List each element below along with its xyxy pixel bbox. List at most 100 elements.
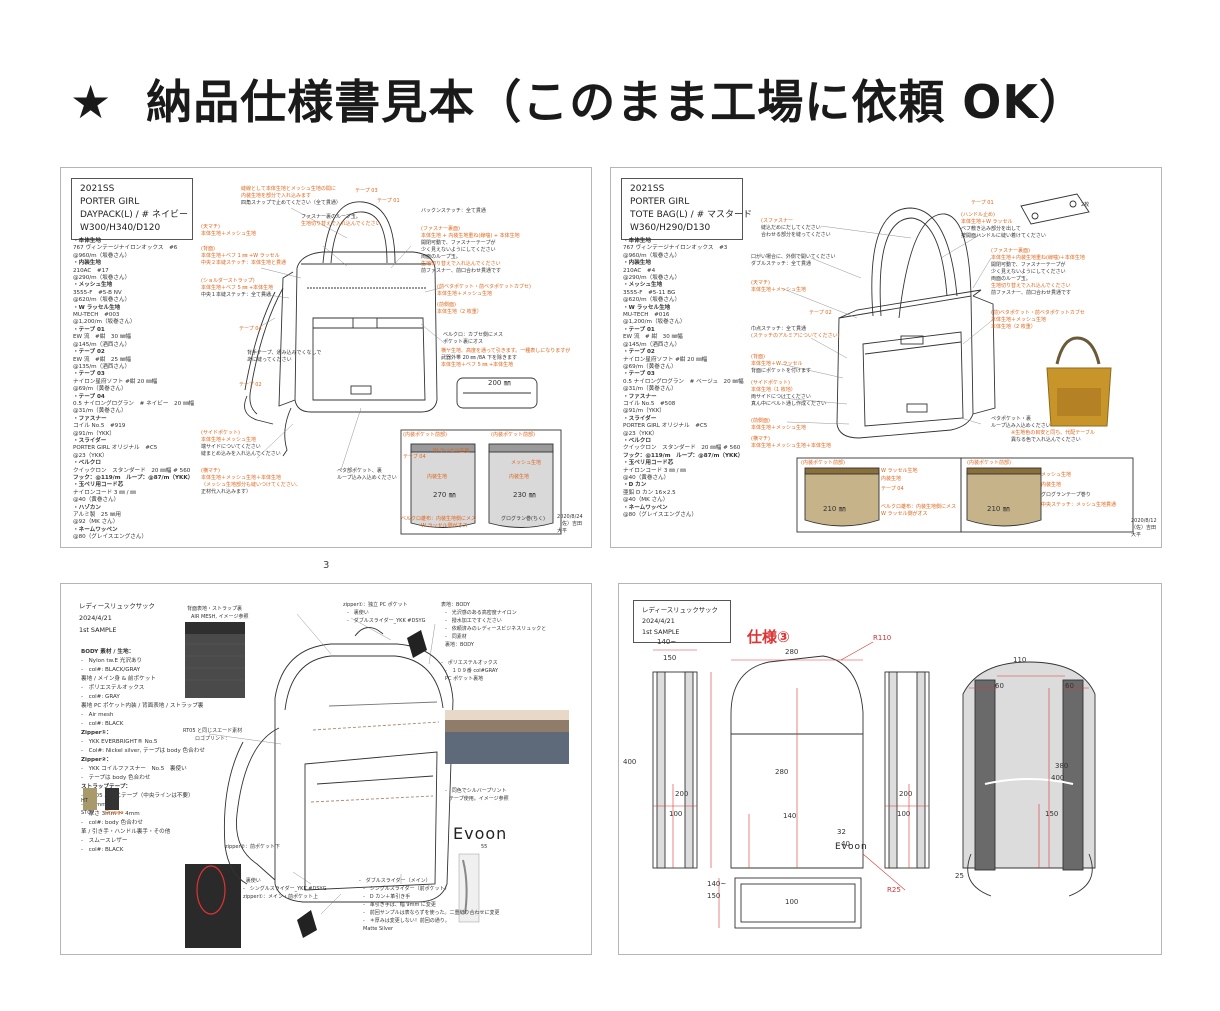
annotation-note: テープ 01 bbox=[971, 200, 994, 206]
spec-line: - Col#: Nickel silver, テープは body 色合わせ bbox=[81, 748, 205, 754]
annotation-note: AIR MESH, イメージ参照 bbox=[191, 614, 249, 620]
header-line: レディースリュックサック bbox=[79, 602, 155, 610]
spec-line: @31/m（黄巻さん） bbox=[73, 408, 127, 415]
spec-line: ・スライダー bbox=[73, 437, 107, 444]
annotation-note: 本体生地（2 枚重） bbox=[437, 309, 482, 315]
spec-line: 亜鉛 D カン 16×2.5 bbox=[623, 489, 676, 496]
annotation-note: ベフ敷き込み部分を出して bbox=[961, 226, 1021, 232]
dim-label: 210 ㎜ bbox=[987, 505, 1010, 513]
header-line: 2021SS bbox=[630, 184, 665, 194]
spec-line: MU-TECH #016 bbox=[623, 312, 670, 319]
annotation-note: (内装ポケット前部) bbox=[801, 460, 845, 466]
header-line: 1st SAMPLE bbox=[642, 628, 680, 636]
spec-line: 210AC #17 bbox=[73, 267, 109, 274]
spec-line: ・ネームワッペン bbox=[73, 526, 118, 533]
spec-line: ・内装生地 bbox=[73, 260, 101, 267]
spec-line: ナイロン星府ソフト #紺 20 ㎜幅 bbox=[623, 356, 708, 363]
annotation-note: 表地：BODY bbox=[441, 602, 470, 608]
annotation-note: テープ 02 bbox=[809, 310, 832, 316]
annotation-note: 正材代入れ込みます） bbox=[201, 489, 252, 495]
annotation-note: テープ 02 bbox=[239, 382, 262, 388]
spec-line: @92（MK さん） bbox=[73, 519, 119, 526]
star-icon: ★ bbox=[70, 75, 113, 129]
annotation-note: テープ使用。イメージ参照 bbox=[449, 796, 509, 802]
annotation-note: （佐）吉田 bbox=[557, 521, 583, 527]
dimension-label: 32 bbox=[837, 828, 846, 836]
spec-line: - col#: GRAY bbox=[81, 694, 120, 700]
spec-line: フック：@119/m ループ：@87/m（YKK） bbox=[73, 475, 194, 481]
brand-logo: Evoon bbox=[835, 842, 868, 852]
spec-line: ストラップテープ： bbox=[81, 784, 132, 790]
spec-line: - YKK EVERBRIGHT® No.5 bbox=[81, 739, 158, 745]
spec-line: Zipper②： bbox=[81, 757, 112, 763]
dimension-label: 100 bbox=[897, 810, 911, 818]
annotation-note: - 同素材 bbox=[445, 634, 467, 640]
annotation-note: 本体生地 + 内装生地重ね(線噛) + 本体生地 bbox=[421, 233, 520, 239]
spec-line: ・D カン bbox=[623, 482, 647, 489]
dim-label: 200 ㎜ bbox=[488, 379, 511, 387]
annotation-note: 縫線として本体生地とメッシュ生地の間に bbox=[241, 186, 336, 192]
spec-line: - col#: BLACK bbox=[81, 847, 124, 853]
annotation-note: - 前回サンプルは表ならずを使った。二重縫り合わせに変更 bbox=[363, 910, 500, 916]
spec-line: - RT05 上同じテープ（中央ラインは不要） bbox=[81, 793, 194, 799]
dimension-label: 100 bbox=[669, 810, 683, 818]
annotation-note: 開閉可動で、ファスナーテープが bbox=[421, 240, 496, 246]
spec-line: @145/m（酒西さん） bbox=[73, 341, 131, 348]
annotation-note: 生地切り替えで入れ込んでください bbox=[421, 261, 501, 267]
annotation-note: ループ込み入込めください bbox=[337, 475, 397, 481]
spec-line: 767 ヴィンテージナイロンオックス #3 bbox=[623, 245, 728, 252]
annotation-note: あに縫ってください bbox=[247, 357, 292, 363]
spec-line: - col#: BLACK/GRAY bbox=[81, 667, 141, 673]
annotation-note: (ショルダーストラップ) bbox=[201, 278, 255, 284]
annotation-note: 33 bbox=[189, 624, 196, 630]
spec-line: @80（グレイスエングさん） bbox=[73, 534, 148, 541]
annotation-note: グログランテープ巻り bbox=[1041, 492, 1091, 498]
annotation-note: 四角スナップで止めてください（全て貫通） bbox=[241, 200, 341, 206]
annotation-note: (天マチ) bbox=[201, 224, 220, 230]
annotation-note: 本体生地＋メッシュ生地 bbox=[751, 425, 807, 431]
annotation-note: 本体生地＋メッシュ生地 bbox=[991, 317, 1047, 323]
annotation-note: ファスナー裏のループ玉。 bbox=[301, 214, 361, 220]
header-line: 1st SAMPLE bbox=[79, 626, 117, 634]
spec-line: @960/m（坂巻さん） bbox=[623, 252, 681, 259]
dimension-label: 200 bbox=[675, 790, 689, 798]
annotation-note: 縫まとめ込みを入れ込んでください bbox=[201, 451, 281, 457]
annotation-note: (横マチ) bbox=[751, 436, 770, 442]
spec-line: - 25mm 幅 bbox=[81, 802, 114, 808]
annotation-note: (背面) bbox=[751, 354, 765, 360]
sheet-header: レディースリュックサック 2024/4/21 1st SAMPLE bbox=[633, 600, 731, 643]
spec-line: ・W ラッセル生地 bbox=[623, 304, 671, 311]
spec-line: - Nylon tw.E 光沢あり bbox=[81, 658, 143, 664]
annotation-note: (ステッチのアルミアについてください) bbox=[751, 333, 840, 339]
dimension-label: 140 bbox=[783, 812, 797, 820]
annotation-note: - シングルスライダー（前ポケット） bbox=[363, 886, 450, 892]
annotation-note: zipper①：独立 PC ポケット bbox=[343, 602, 408, 608]
sheet-header: レディースリュックサック 2024/4/21 1st SAMPLE bbox=[71, 596, 183, 640]
spec-line: フック：@119/m ループ：@87/m（YKK） bbox=[623, 452, 744, 459]
dim-label: 270 ㎜ bbox=[433, 491, 456, 499]
annotation-note: 内装生地を部分で入れ込みます bbox=[241, 193, 312, 199]
spec-line: @620/m（坂巻さん） bbox=[73, 297, 131, 304]
dimension-label: 100 bbox=[785, 898, 799, 906]
spec-line: 0.5 ナイロングログラン # ベージュ 20 ㎜幅 bbox=[623, 378, 744, 385]
spec-line: @40（黄巻さん） bbox=[73, 497, 120, 504]
annotation-note: (ファスナー裏面) bbox=[421, 226, 460, 232]
page-number: 3 bbox=[323, 560, 330, 571]
spec-line: - ポリエステルオックス bbox=[81, 685, 145, 691]
annotation-note: PC ポケット裏地 bbox=[445, 676, 484, 682]
annotation-note: 少く見えないようにしてください bbox=[991, 269, 1066, 275]
spec-line: ・ファスナー bbox=[73, 415, 107, 422]
annotation-note: Orange bbox=[105, 810, 124, 816]
dimension-label: 40 bbox=[841, 840, 850, 848]
annotation-note: Matte Silver bbox=[363, 926, 394, 932]
page-title-text: 納品仕様書見本（このまま工場に依頼 OK） bbox=[146, 75, 1087, 129]
material-spec-list: BODY 素材 / 生地：- Nylon tw.E 光沢あり- col#: BL… bbox=[81, 648, 205, 855]
annotation-note: ベルクロ雄布：内装生地側にメス bbox=[401, 516, 477, 522]
dimension-label: 280 bbox=[785, 648, 799, 656]
annotation-note: STOP bbox=[81, 810, 95, 816]
annotation-note: 本体生地＋メッシュ生地＋本体生地 bbox=[751, 443, 832, 449]
spec-line: ・テープ 03 bbox=[73, 371, 105, 378]
annotation-note: (背面) bbox=[201, 246, 215, 252]
spec-line: EW 流 # 紺 30 ㎜幅 bbox=[623, 334, 683, 341]
